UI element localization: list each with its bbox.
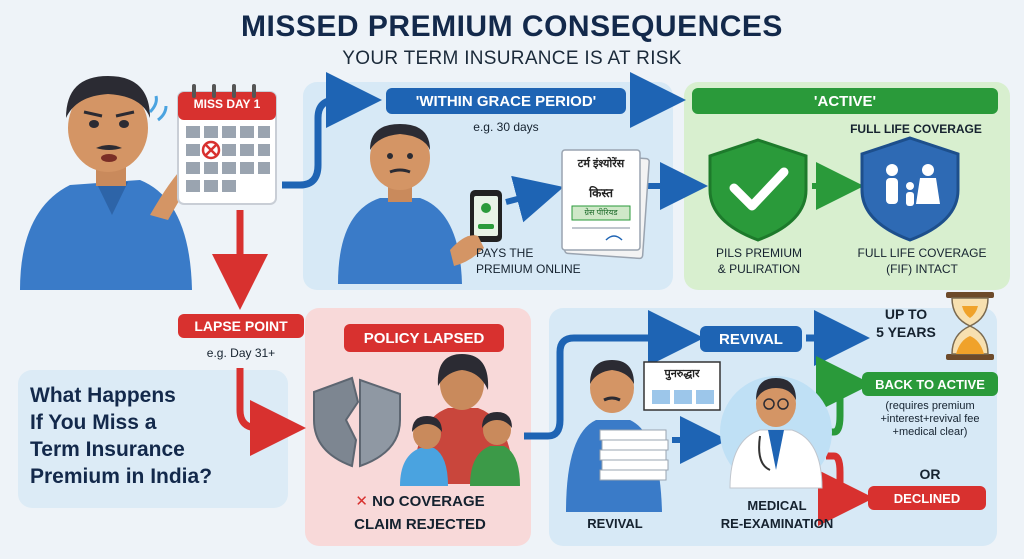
doc-subtitle: किस्त: [589, 186, 613, 200]
active-right-label-2: (FIF) INTACT: [886, 262, 958, 276]
active-left-label-1: PILS PREMIUM: [715, 246, 802, 260]
arrow-to-revival: [524, 310, 704, 440]
revival-title: REVIVAL: [700, 326, 802, 352]
no-coverage-label: ✕ NO COVERAGE: [320, 492, 520, 510]
active-title: 'ACTIVE': [692, 88, 998, 114]
requirement-line-3: +medical clear): [892, 426, 968, 438]
back-to-active-badge: BACK TO ACTIVE: [862, 372, 998, 396]
question-line-1: What Happens: [30, 384, 176, 407]
medical-label-2: RE-EXAMINATION: [720, 516, 834, 531]
policy-lapsed-title: POLICY LAPSED: [344, 324, 504, 352]
medical-label-1: MEDICAL: [747, 498, 807, 513]
revival-sign: पुनरुद्धार: [664, 368, 700, 380]
close-icon: ✕: [355, 493, 373, 510]
pays-premium-label-1: PAYS THE: [476, 246, 534, 260]
grace-period-title: 'WITHIN GRACE PERIOD': [386, 88, 626, 114]
arrow-to-declined: [818, 452, 874, 526]
claim-rejected-label: CLAIM REJECTED: [354, 516, 486, 533]
arrow-to-lapsed: [236, 368, 306, 456]
arrow-to-grace: [282, 72, 382, 189]
broken-shield-icon: [313, 376, 401, 468]
question-line-3: Term Insurance: [30, 438, 185, 461]
page-title: MISSED PREMIUM CONSEQUENCES: [241, 10, 783, 43]
or-label: OR: [919, 466, 941, 482]
requirement-line-1: (requires premium: [885, 400, 975, 412]
family-shield-icon: [860, 136, 960, 242]
hourglass-icon: [946, 292, 994, 360]
arrow-phone-to-doc: [505, 175, 564, 223]
question-text: What Happens If You Miss a Term Insuranc…: [30, 382, 280, 490]
active-right-label-1: FULL LIFE COVERAGE: [857, 246, 987, 260]
full-coverage-heading: FULL LIFE COVERAGE: [850, 122, 982, 136]
doctor-illustration: [720, 376, 832, 489]
green-check-shield-icon: [708, 138, 808, 242]
family-illustration: [400, 354, 520, 486]
revival-requirements: (requires premium +interest+revival fee …: [852, 400, 1008, 439]
doc-title: टर्म इंश्योरेंस: [577, 158, 625, 170]
calendar-illustration: [177, 84, 277, 205]
calendar-label: MISS DAY 1: [193, 97, 261, 111]
grace-man-illustration: [338, 124, 502, 284]
question-line-4: Premium in India?: [30, 465, 213, 488]
premium-document-illustration: [561, 149, 650, 260]
lapse-point-title: LAPSE POINT: [178, 314, 304, 338]
requirement-line-2: +interest+revival fee: [880, 413, 980, 425]
question-line-2: If You Miss a: [30, 411, 157, 434]
page-subtitle: YOUR TERM INSURANCE IS AT RISK: [342, 48, 682, 69]
grace-period-example: e.g. 30 days: [473, 120, 539, 134]
declined-badge: DECLINED: [868, 486, 986, 510]
doc-stamp: ग्रेस पीरियड: [584, 208, 618, 217]
revival-person-label: REVIVAL: [587, 516, 643, 531]
revival-man-illustration: [566, 360, 721, 512]
active-left-label-2: & PULIRATION: [717, 262, 801, 276]
arrow-to-back-active: [816, 356, 872, 436]
worried-man-illustration: [20, 76, 196, 290]
lapse-point-example: e.g. Day 31+: [206, 346, 276, 360]
five-years-label: 5 YEARS: [876, 324, 936, 340]
no-coverage-text: NO COVERAGE: [372, 493, 485, 510]
pays-premium-label-2: PREMIUM ONLINE: [476, 262, 581, 276]
up-to-label: UP TO: [884, 306, 928, 322]
